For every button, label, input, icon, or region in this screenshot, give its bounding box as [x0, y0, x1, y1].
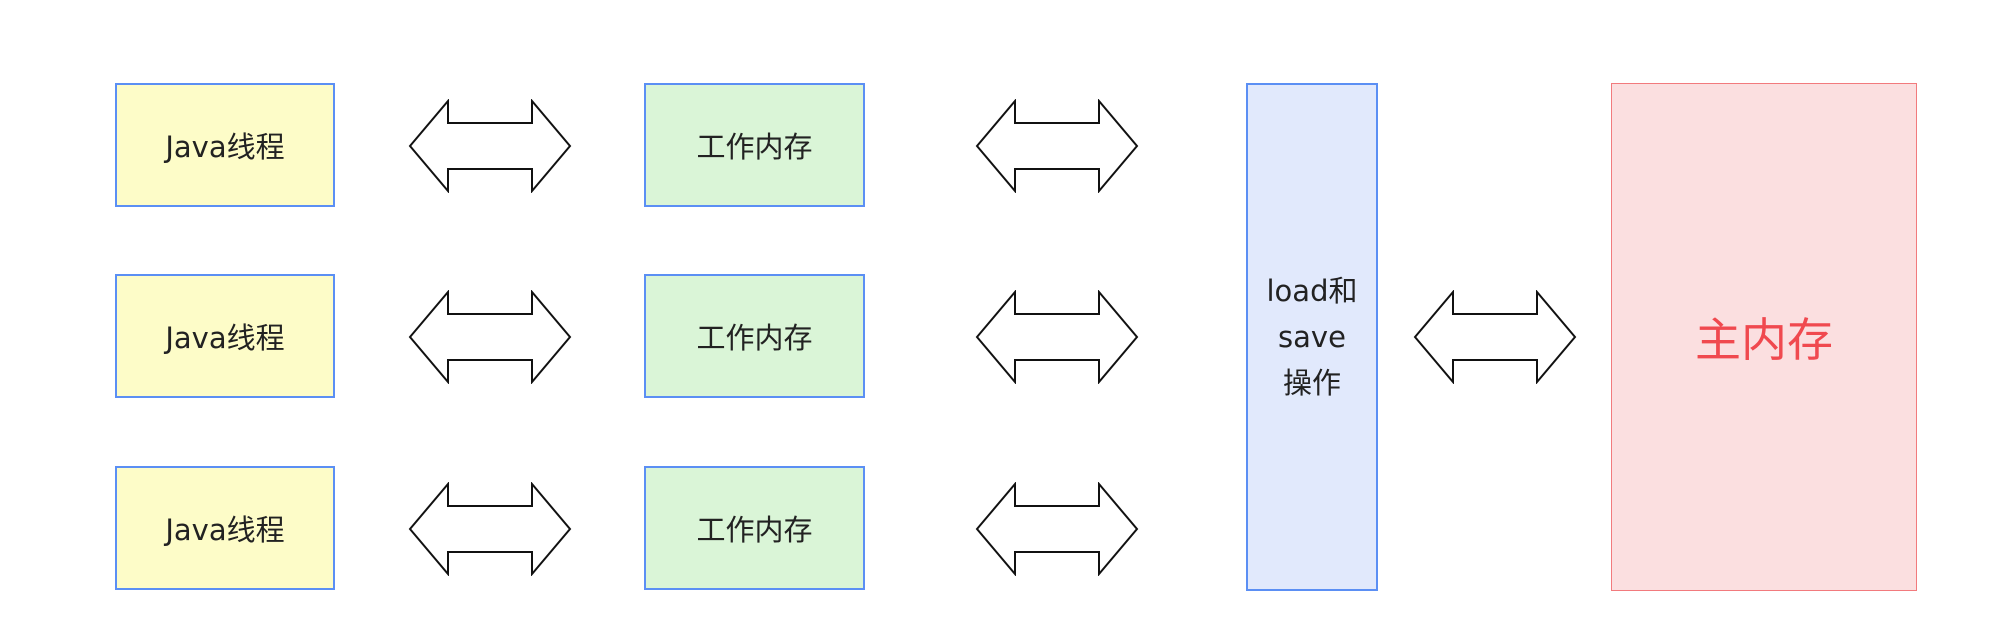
main-memory-label: 主内存 — [1695, 313, 1833, 367]
main-memory-box: 主内存 — [1611, 83, 1917, 591]
working-memory-box-3: 工作内存 — [644, 466, 865, 590]
java-thread-label-1: Java线程 — [165, 130, 285, 164]
working-memory-label-3: 工作内存 — [696, 513, 813, 547]
load-save-label-line-1: load和 — [1266, 274, 1358, 308]
working-memory-label-1: 工作内存 — [696, 130, 813, 164]
java-thread-label-3: Java线程 — [165, 513, 285, 547]
java-thread-box-3: Java线程 — [115, 466, 335, 590]
working-memory-label-2: 工作内存 — [696, 321, 813, 355]
working-memory-box-2: 工作内存 — [644, 274, 865, 398]
working-memory-box-1: 工作内存 — [644, 83, 865, 207]
double-arrow-icon-main-memory — [1413, 290, 1577, 384]
load-save-operation-box: load和 save 操作 — [1246, 83, 1378, 591]
load-save-label-line-2: save — [1278, 320, 1346, 354]
java-thread-label-2: Java线程 — [165, 321, 285, 355]
double-arrow-icon-thread-3 — [408, 482, 572, 576]
double-arrow-icon-memory-3 — [975, 482, 1139, 576]
load-save-label-line-3: 操作 — [1282, 366, 1341, 400]
java-thread-box-2: Java线程 — [115, 274, 335, 398]
double-arrow-icon-memory-1 — [975, 99, 1139, 193]
double-arrow-icon-thread-1 — [408, 99, 572, 193]
double-arrow-icon-memory-2 — [975, 290, 1139, 384]
double-arrow-icon-thread-2 — [408, 290, 572, 384]
java-thread-box-1: Java线程 — [115, 83, 335, 207]
